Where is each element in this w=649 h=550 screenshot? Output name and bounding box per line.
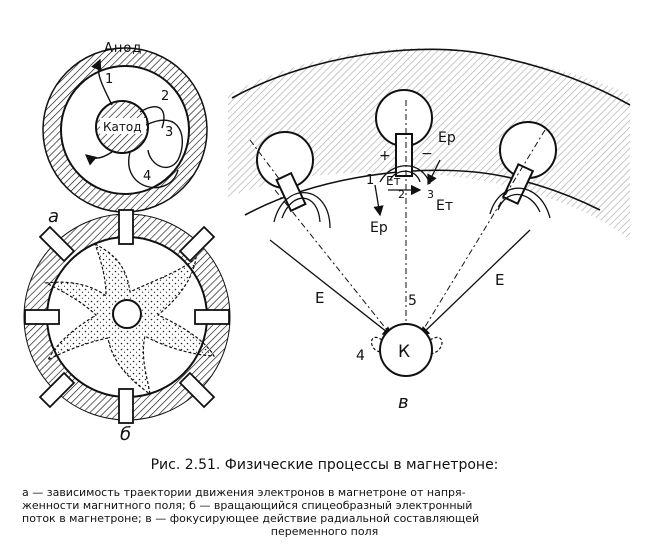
- panel-b-spoke-cloud: [43, 242, 216, 396]
- minus-label: −: [421, 146, 433, 162]
- panel-a-trajectories: [84, 58, 184, 189]
- num-1-label: 1: [366, 173, 374, 188]
- e-r-bottom-label: Ер: [370, 220, 388, 236]
- panel-a-cathode: [95, 100, 149, 154]
- cathode-k-label: К: [398, 342, 410, 362]
- plus-label: +: [379, 148, 391, 164]
- panel-v-anode-arc: [228, 47, 631, 240]
- num-5-label: 5: [408, 293, 417, 309]
- cathode-label: Катод: [103, 120, 142, 134]
- num-2-label: 2: [398, 188, 405, 201]
- panel-v-letter: в: [398, 392, 409, 413]
- e-r-top-label: Ер: [438, 130, 456, 146]
- trajectory-label-4: 4: [143, 169, 151, 184]
- caption-line-3: поток в магнетроне; в — фокусирующее дей…: [22, 512, 480, 525]
- panel-v-cathode: [370, 323, 443, 377]
- field-right-label: Е: [495, 271, 504, 289]
- caption-line-1: а — зависимость траектории движения элек…: [22, 486, 466, 499]
- panel-b-letter: б: [120, 424, 131, 445]
- figure-caption-title: Рис. 2.51. Физические процессы в магнетр…: [150, 457, 499, 473]
- trajectory-label-3: 3: [165, 125, 173, 140]
- anode-label: Анод: [104, 41, 142, 56]
- panel-a-letter: а: [48, 206, 59, 227]
- e-t-right-label: Ет: [436, 198, 453, 214]
- num-4-label: 4: [356, 348, 365, 364]
- figure-caption-body: а — зависимость траектории движения элек…: [22, 486, 627, 538]
- caption-line-2: женности магнитного поля; б — вращающийс…: [22, 499, 473, 512]
- field-left-label: Е: [315, 289, 324, 307]
- trajectory-label-2: 2: [161, 89, 169, 104]
- num-3-label: 3: [427, 188, 434, 201]
- panel-v-spokes: [249, 100, 546, 341]
- magnetron-figure: Анод Катод 1 2 3 4 а б: [23, 41, 631, 445]
- trajectory-label-1: 1: [105, 72, 113, 87]
- caption-line-4: переменного поля: [270, 525, 379, 538]
- panel-v-resonators: [256, 89, 557, 213]
- panel-v-field-lines: [273, 165, 551, 229]
- e-t-left-label: Ет: [386, 174, 401, 188]
- panel-v-field-arrows: [269, 159, 531, 337]
